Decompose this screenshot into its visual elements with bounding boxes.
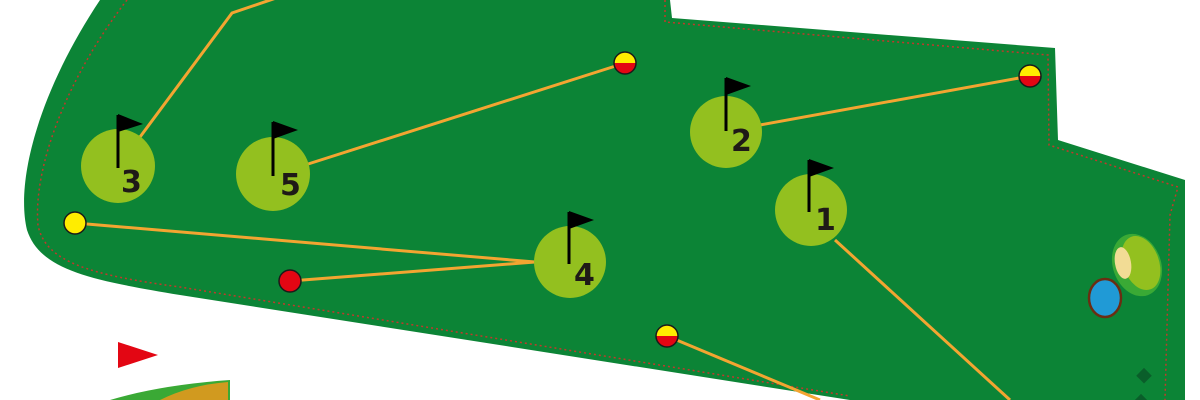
- flag-icon: [567, 211, 594, 264]
- hole-4-line-red: [289, 260, 536, 283]
- hole-1-line: [833, 238, 1012, 400]
- hole-extra-line: [666, 334, 821, 400]
- direction-arrow-icon: [118, 342, 158, 368]
- green-hole-3[interactable]: 3: [81, 114, 155, 203]
- practice-bunker: [160, 382, 228, 400]
- green-hole-5[interactable]: 5: [236, 121, 310, 211]
- flag-icon: [807, 159, 834, 212]
- tree-icon: [1136, 367, 1152, 384]
- tee-marker-icon: [1018, 64, 1042, 88]
- tee-marker-icon: [613, 51, 637, 75]
- hole-2-line: [759, 74, 1031, 127]
- hole-number: 4: [574, 258, 595, 293]
- hole-3-line: [138, 0, 275, 138]
- course-boundary: [36, 0, 1179, 400]
- fairway-lines: [74, 0, 1031, 400]
- green-hole-1[interactable]: 1: [775, 159, 847, 246]
- tee-marker-icon: [655, 324, 679, 348]
- hole-number: 3: [121, 165, 142, 200]
- hole-4-line-yellow: [74, 221, 536, 264]
- flag-icon: [271, 121, 298, 176]
- pond-icon: [1087, 277, 1123, 319]
- hole-number: 1: [815, 203, 836, 238]
- tee-marker-icon: [278, 269, 302, 293]
- green-hole-4[interactable]: 4: [534, 211, 606, 298]
- tree-icon: [1133, 393, 1149, 400]
- hole-5-line: [304, 61, 626, 167]
- flag-icon: [724, 77, 751, 131]
- tee-marker-icon: [63, 211, 87, 235]
- green-hole-2[interactable]: 2: [690, 77, 762, 168]
- hole-number: 2: [731, 124, 752, 159]
- hole-number: 5: [280, 168, 301, 203]
- flag-icon: [116, 114, 143, 168]
- bunker-icon: [1111, 233, 1163, 297]
